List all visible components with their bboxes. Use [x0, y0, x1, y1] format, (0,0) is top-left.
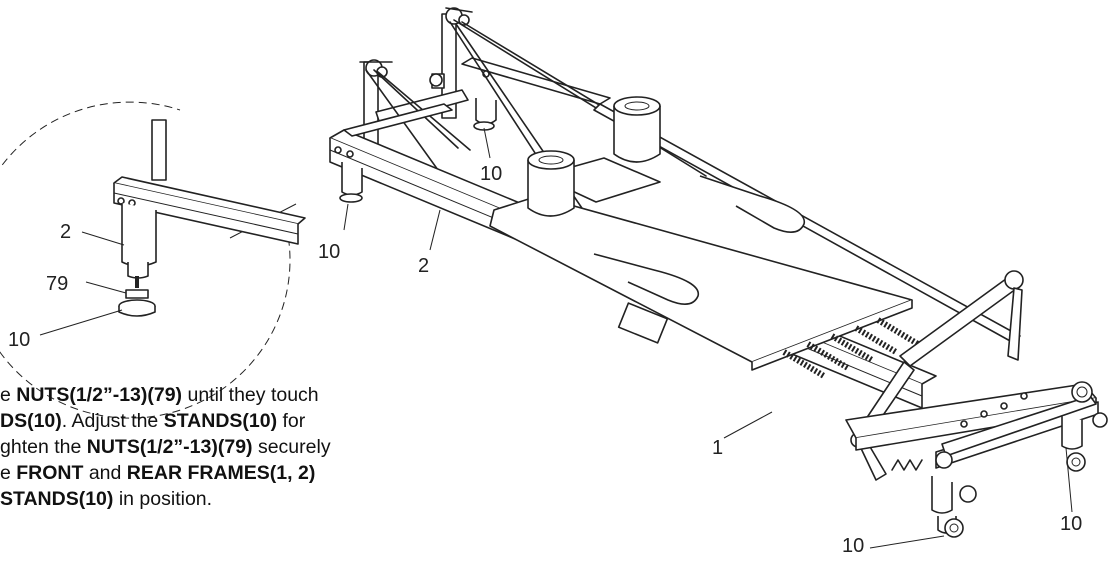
detail-view: 2 79 10 — [0, 101, 306, 419]
detail-circle — [0, 101, 291, 419]
detail-label-part-10: 10 — [8, 329, 30, 351]
instruction-line-5: STANDS(10) in position. — [0, 488, 213, 510]
side-bracket — [617, 302, 669, 344]
label-stand-back-mid: 10 — [480, 163, 502, 185]
label-front-frame: 1 — [712, 437, 723, 459]
label-stand-front-bottom: 10 — [842, 535, 864, 557]
shoulder-blocks — [527, 96, 661, 217]
front-frame — [845, 381, 1108, 503]
detail-label-part-2: 2 — [60, 221, 71, 243]
instruction-line-1: e NUTS(1/2”-13)(79) until they touch — [0, 384, 319, 406]
instruction-line-3: ghten the NUTS(1/2”-13)(79) securely — [0, 436, 331, 458]
reformer-machine: 10 10 2 1 10 10 — [318, 7, 1108, 557]
label-stand-back-left: 10 — [318, 241, 340, 263]
label-rear-frame: 2 — [418, 255, 429, 277]
detail-label-part-79: 79 — [46, 273, 68, 295]
instruction-line-2: DS(10). Adjust the STANDS(10) for — [0, 410, 306, 432]
back-upright-right — [429, 7, 473, 119]
instruction-text: e NUTS(1/2”-13)(79) until they touch DS(… — [0, 382, 331, 512]
label-stand-front-right: 10 — [1060, 513, 1082, 535]
front-stands — [891, 416, 1086, 538]
instruction-line-4: e FRONT and REAR FRAMES(1, 2) — [0, 462, 316, 484]
straps — [593, 175, 805, 305]
